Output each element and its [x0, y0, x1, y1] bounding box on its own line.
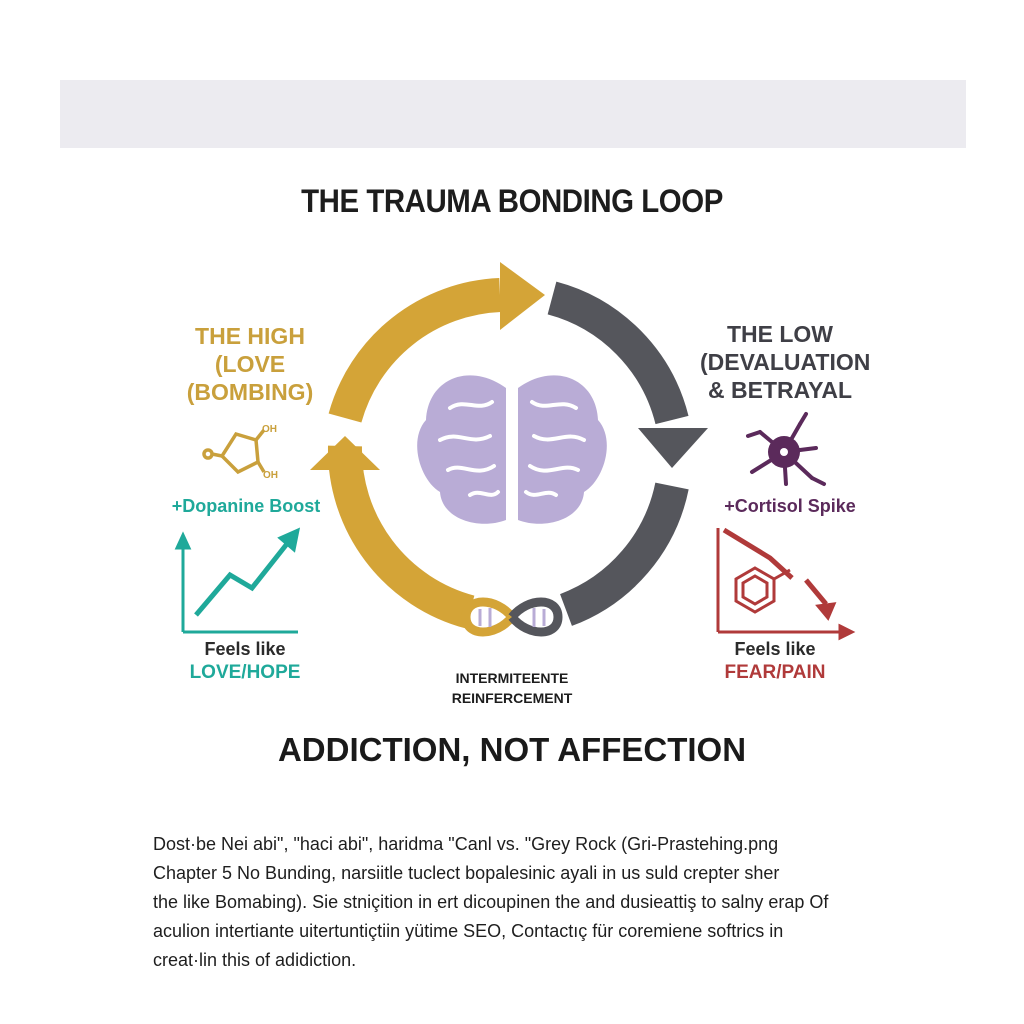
high-title-line-1: THE HIGH	[195, 323, 305, 349]
tagline: ADDICTION, NOT AFFECTION	[277, 731, 747, 768]
oh-label-bottom: OH	[263, 470, 278, 481]
cortisol-spike-label: +Cortisol Spike	[724, 496, 856, 516]
low-feels-prefix: Feels like	[734, 639, 816, 659]
top-banner	[60, 80, 966, 148]
high-feels-prefix: Feels like	[204, 639, 286, 659]
gold-cycle-arrow	[310, 262, 545, 629]
falling-chart-icon	[716, 527, 856, 641]
benzene-ring-icon	[734, 566, 791, 614]
low-feels-value: FEAR/PAIN	[724, 662, 826, 683]
high-feels-label: Feels like LOVE/HOPE	[170, 637, 320, 685]
high-title-line-3: (BOMBING)	[186, 379, 314, 405]
dopamine-boost-label: +Dopanine Boost	[171, 496, 321, 516]
body-line-1: Dost·be Nei abi", "haci abi", haridma "C…	[153, 834, 779, 854]
low-phase-title: THE LOW (DEVALUATION & BETRAYAL	[700, 320, 871, 404]
high-title-line-2: (LOVE	[214, 351, 286, 377]
rising-chart-icon	[174, 527, 301, 634]
body-line-4: aculion intertiante uitertuntiçtiin yüti…	[153, 921, 784, 941]
oh-label-top: OH	[262, 424, 277, 435]
caption-line-1: INTERMITEENTE	[455, 670, 569, 686]
low-title-line-1: THE LOW	[726, 321, 834, 347]
body-line-3: the like Bomabing). Sie stniçition in er…	[153, 892, 829, 912]
high-phase-title: THE HIGH (LOVE (BOMBING)	[180, 322, 320, 406]
brain-icon	[417, 375, 607, 524]
caption-line-2: REINFERCEMENT	[451, 690, 573, 706]
dopamine-molecule-icon	[202, 428, 266, 475]
gray-cycle-arrow	[547, 281, 708, 626]
low-title-line-3: & BETRAYAL	[708, 377, 852, 403]
reinforcement-caption: INTERMITEENTE REINFERCEMENT	[412, 668, 612, 708]
body-paragraph: Dost·be Nei abi", "haci abi", haridma "C…	[153, 830, 873, 975]
high-feels-value: LOVE/HOPE	[189, 662, 301, 683]
diagram-title: THE TRAUMA BONDING LOOP	[301, 183, 723, 219]
body-line-2: Chapter 5 No Bunding, narsiitle tuclect …	[153, 863, 780, 883]
neuron-icon	[746, 412, 826, 486]
body-line-5: creat·lin this of adidiction.	[153, 950, 357, 970]
low-feels-label: Feels like FEAR/PAIN	[700, 637, 850, 685]
low-title-line-2: (DEVALUATION	[700, 349, 871, 375]
infinity-dna-icon	[461, 597, 563, 637]
